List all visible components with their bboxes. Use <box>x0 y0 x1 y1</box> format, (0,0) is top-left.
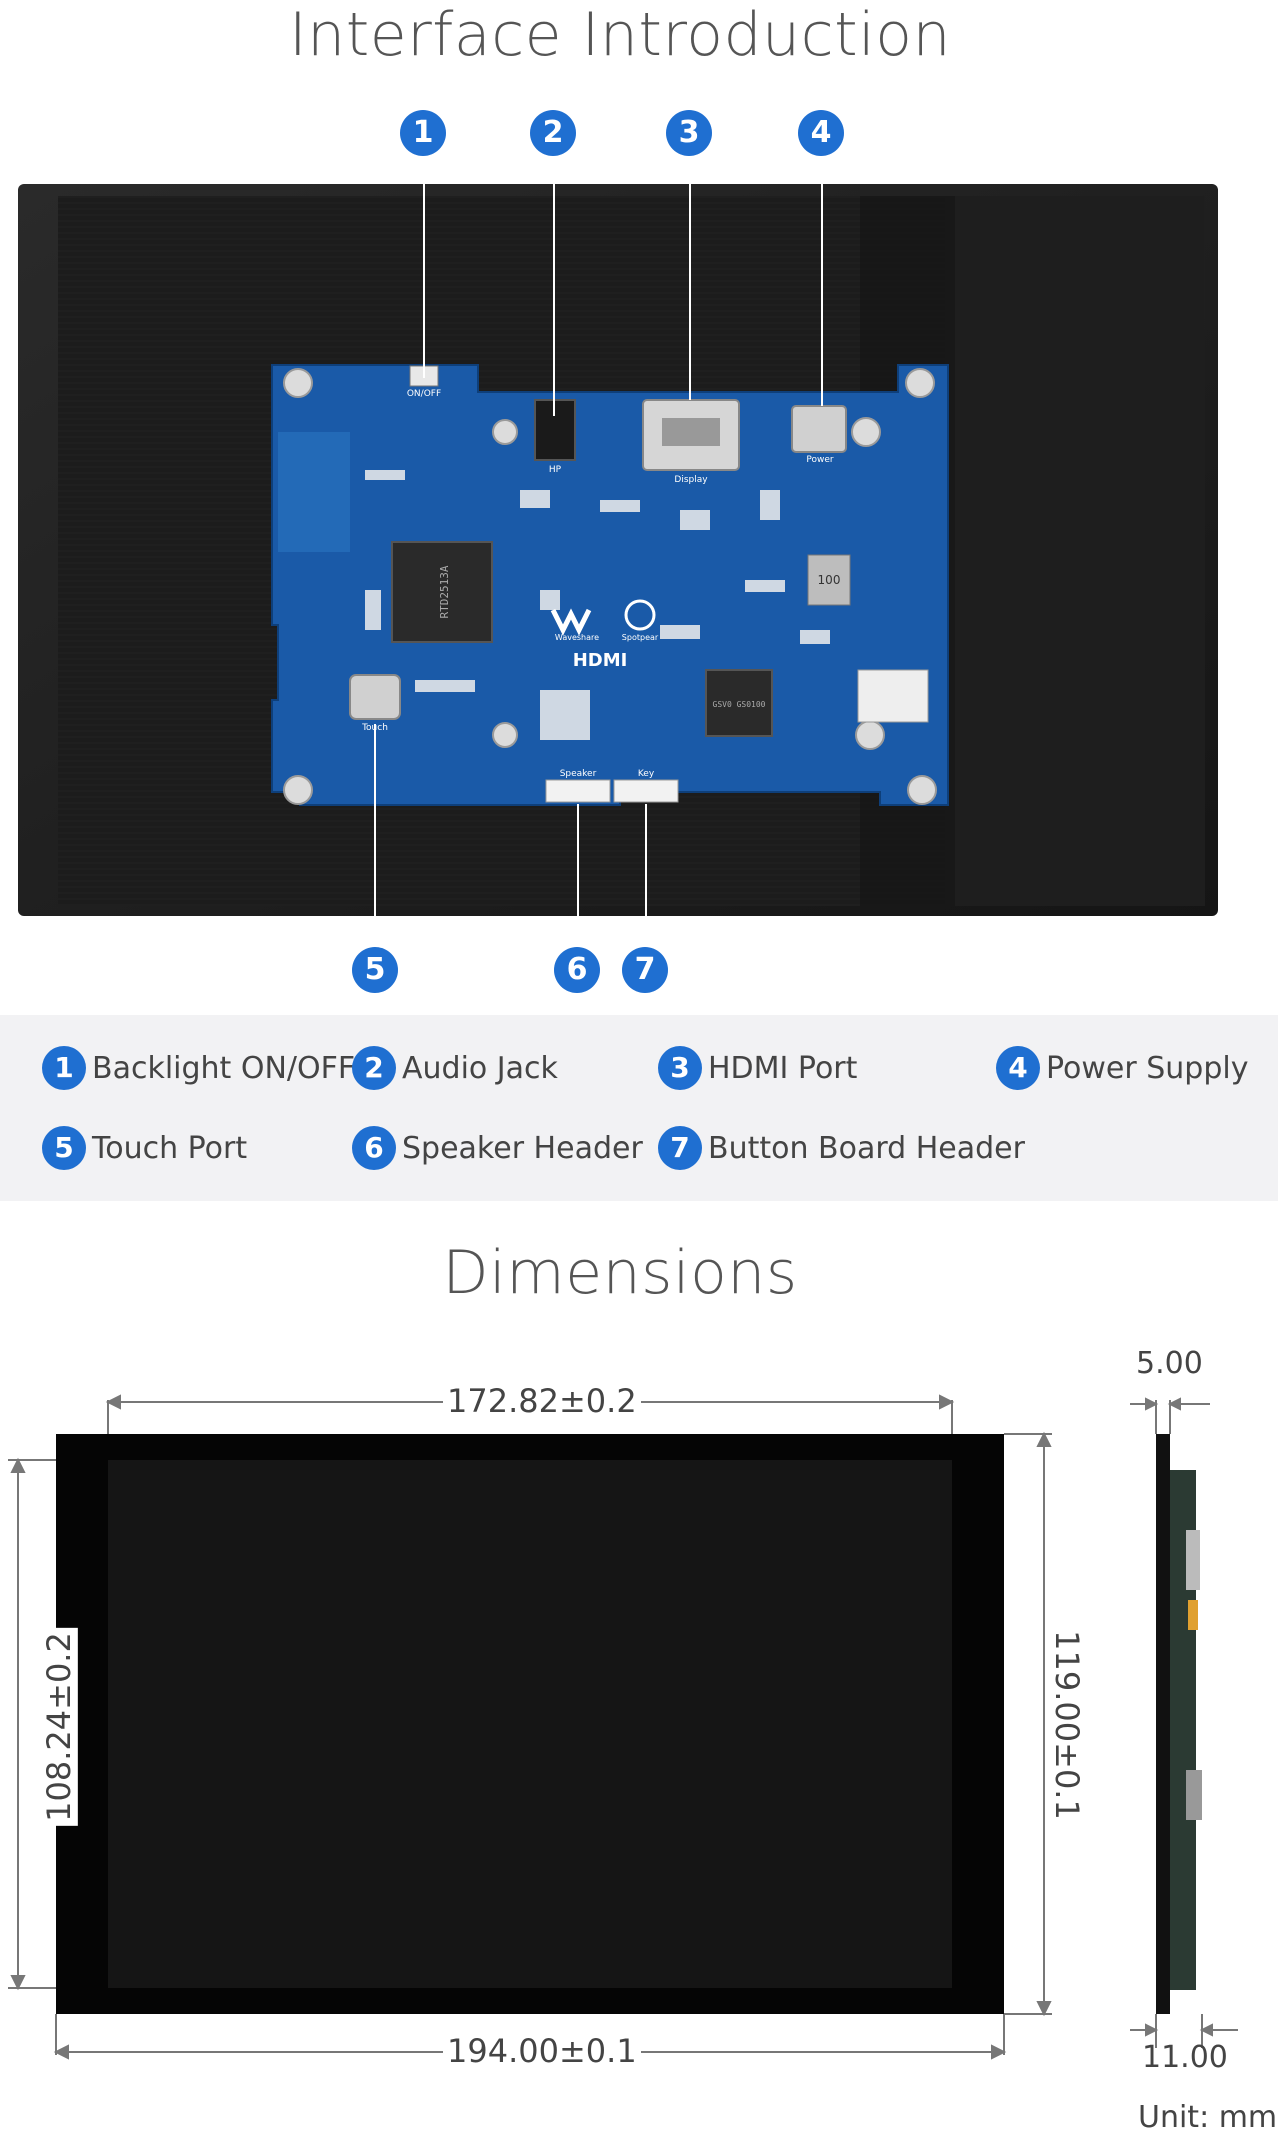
key-header <box>613 779 679 803</box>
touch-port <box>349 674 401 720</box>
legend-number: 4 <box>996 1046 1040 1090</box>
dim-active-width: 172.82±0.2 <box>443 1382 641 1420</box>
front-view-drawing <box>8 1394 1052 2060</box>
brand-spotpear: Spotpear <box>622 633 659 642</box>
callout-6: 6 <box>554 947 600 993</box>
leader-3 <box>689 156 691 400</box>
main-chip <box>391 541 493 643</box>
waveshare-logo <box>550 608 592 636</box>
hp-silkscreen: HP <box>549 465 562 475</box>
legend-label: Button Board Header <box>708 1130 1025 1166</box>
interface-title: Interface Introduction <box>288 0 952 70</box>
screen-active <box>108 1460 952 1988</box>
main-chip-label: RTD2513A <box>438 565 451 618</box>
callout-2: 2 <box>530 110 576 156</box>
leader-7 <box>645 804 647 944</box>
legend-label: Speaker Header <box>402 1130 643 1166</box>
side-glass <box>1156 1434 1170 2014</box>
dim-active-height: 108.24±0.2 <box>39 1628 78 1826</box>
power-port <box>791 405 847 453</box>
legend-label: HDMI Port <box>708 1050 858 1086</box>
small-chip-label: GSV0 GS0100 <box>713 700 766 709</box>
legend-number: 1 <box>42 1046 86 1090</box>
legend-item-power: 4 Power Supply <box>996 1046 1248 1090</box>
callout-7: 7 <box>622 947 668 993</box>
brand-waveshare: Waveshare <box>555 633 599 642</box>
legend-item-speaker: 6 Speaker Header <box>352 1126 643 1170</box>
side-view-drawing <box>1130 1397 1238 2048</box>
leader-5 <box>374 724 376 940</box>
dim-outer-width: 194.00±0.1 <box>443 2032 641 2070</box>
legend-label: Audio Jack <box>402 1050 558 1086</box>
legend-label: Backlight ON/OFF <box>92 1050 356 1086</box>
dim-outer-height: 119.00±0.1 <box>1047 1626 1086 1824</box>
legend-item-button-board: 7 Button Board Header <box>658 1126 1025 1170</box>
callout-5: 5 <box>352 947 398 993</box>
leader-2 <box>553 156 555 416</box>
display-back-photo: ON/OFF HP Display Power Touch Speaker Ke… <box>18 184 1218 916</box>
on-off-silkscreen: ON/OFF <box>407 389 441 399</box>
legend-number: 5 <box>42 1126 86 1170</box>
display-silkscreen: Display <box>674 475 708 485</box>
speaker-silkscreen: Speaker <box>560 769 597 779</box>
side-bottom-dim: 11.00 <box>1142 2040 1228 2075</box>
inductor-label: 100 <box>818 573 841 587</box>
legend-label: Touch Port <box>92 1130 248 1166</box>
legend-item-hdmi: 3 HDMI Port <box>658 1046 857 1090</box>
legend-item-audio: 2 Audio Jack <box>352 1046 558 1090</box>
callout-4: 4 <box>798 110 844 156</box>
unit-label: Unit: mm <box>1138 2100 1278 2135</box>
legend-label: Power Supply <box>1046 1050 1249 1086</box>
speaker-header <box>545 779 611 803</box>
legend-number: 2 <box>352 1046 396 1090</box>
leader-1 <box>423 156 425 378</box>
legend-item-touch: 5 Touch Port <box>42 1126 247 1170</box>
dimensions-title: Dimensions <box>442 1238 798 1308</box>
audio-jack <box>534 399 576 461</box>
legend-number: 6 <box>352 1126 396 1170</box>
leader-6 <box>577 804 579 944</box>
legend-panel <box>0 1015 1278 1201</box>
legend-number: 3 <box>658 1046 702 1090</box>
hdmi-logo: HDMI <box>573 650 628 671</box>
legend-number: 7 <box>658 1126 702 1170</box>
legend-item-backlight: 1 Backlight ON/OFF <box>42 1046 355 1090</box>
key-silkscreen: Key <box>638 769 655 779</box>
spotpear-logo <box>624 599 656 631</box>
callout-1: 1 <box>400 110 446 156</box>
power-silkscreen: Power <box>806 455 834 465</box>
side-top-dim: 5.00 <box>1136 1346 1203 1381</box>
leader-4 <box>821 156 823 406</box>
callout-3: 3 <box>666 110 712 156</box>
